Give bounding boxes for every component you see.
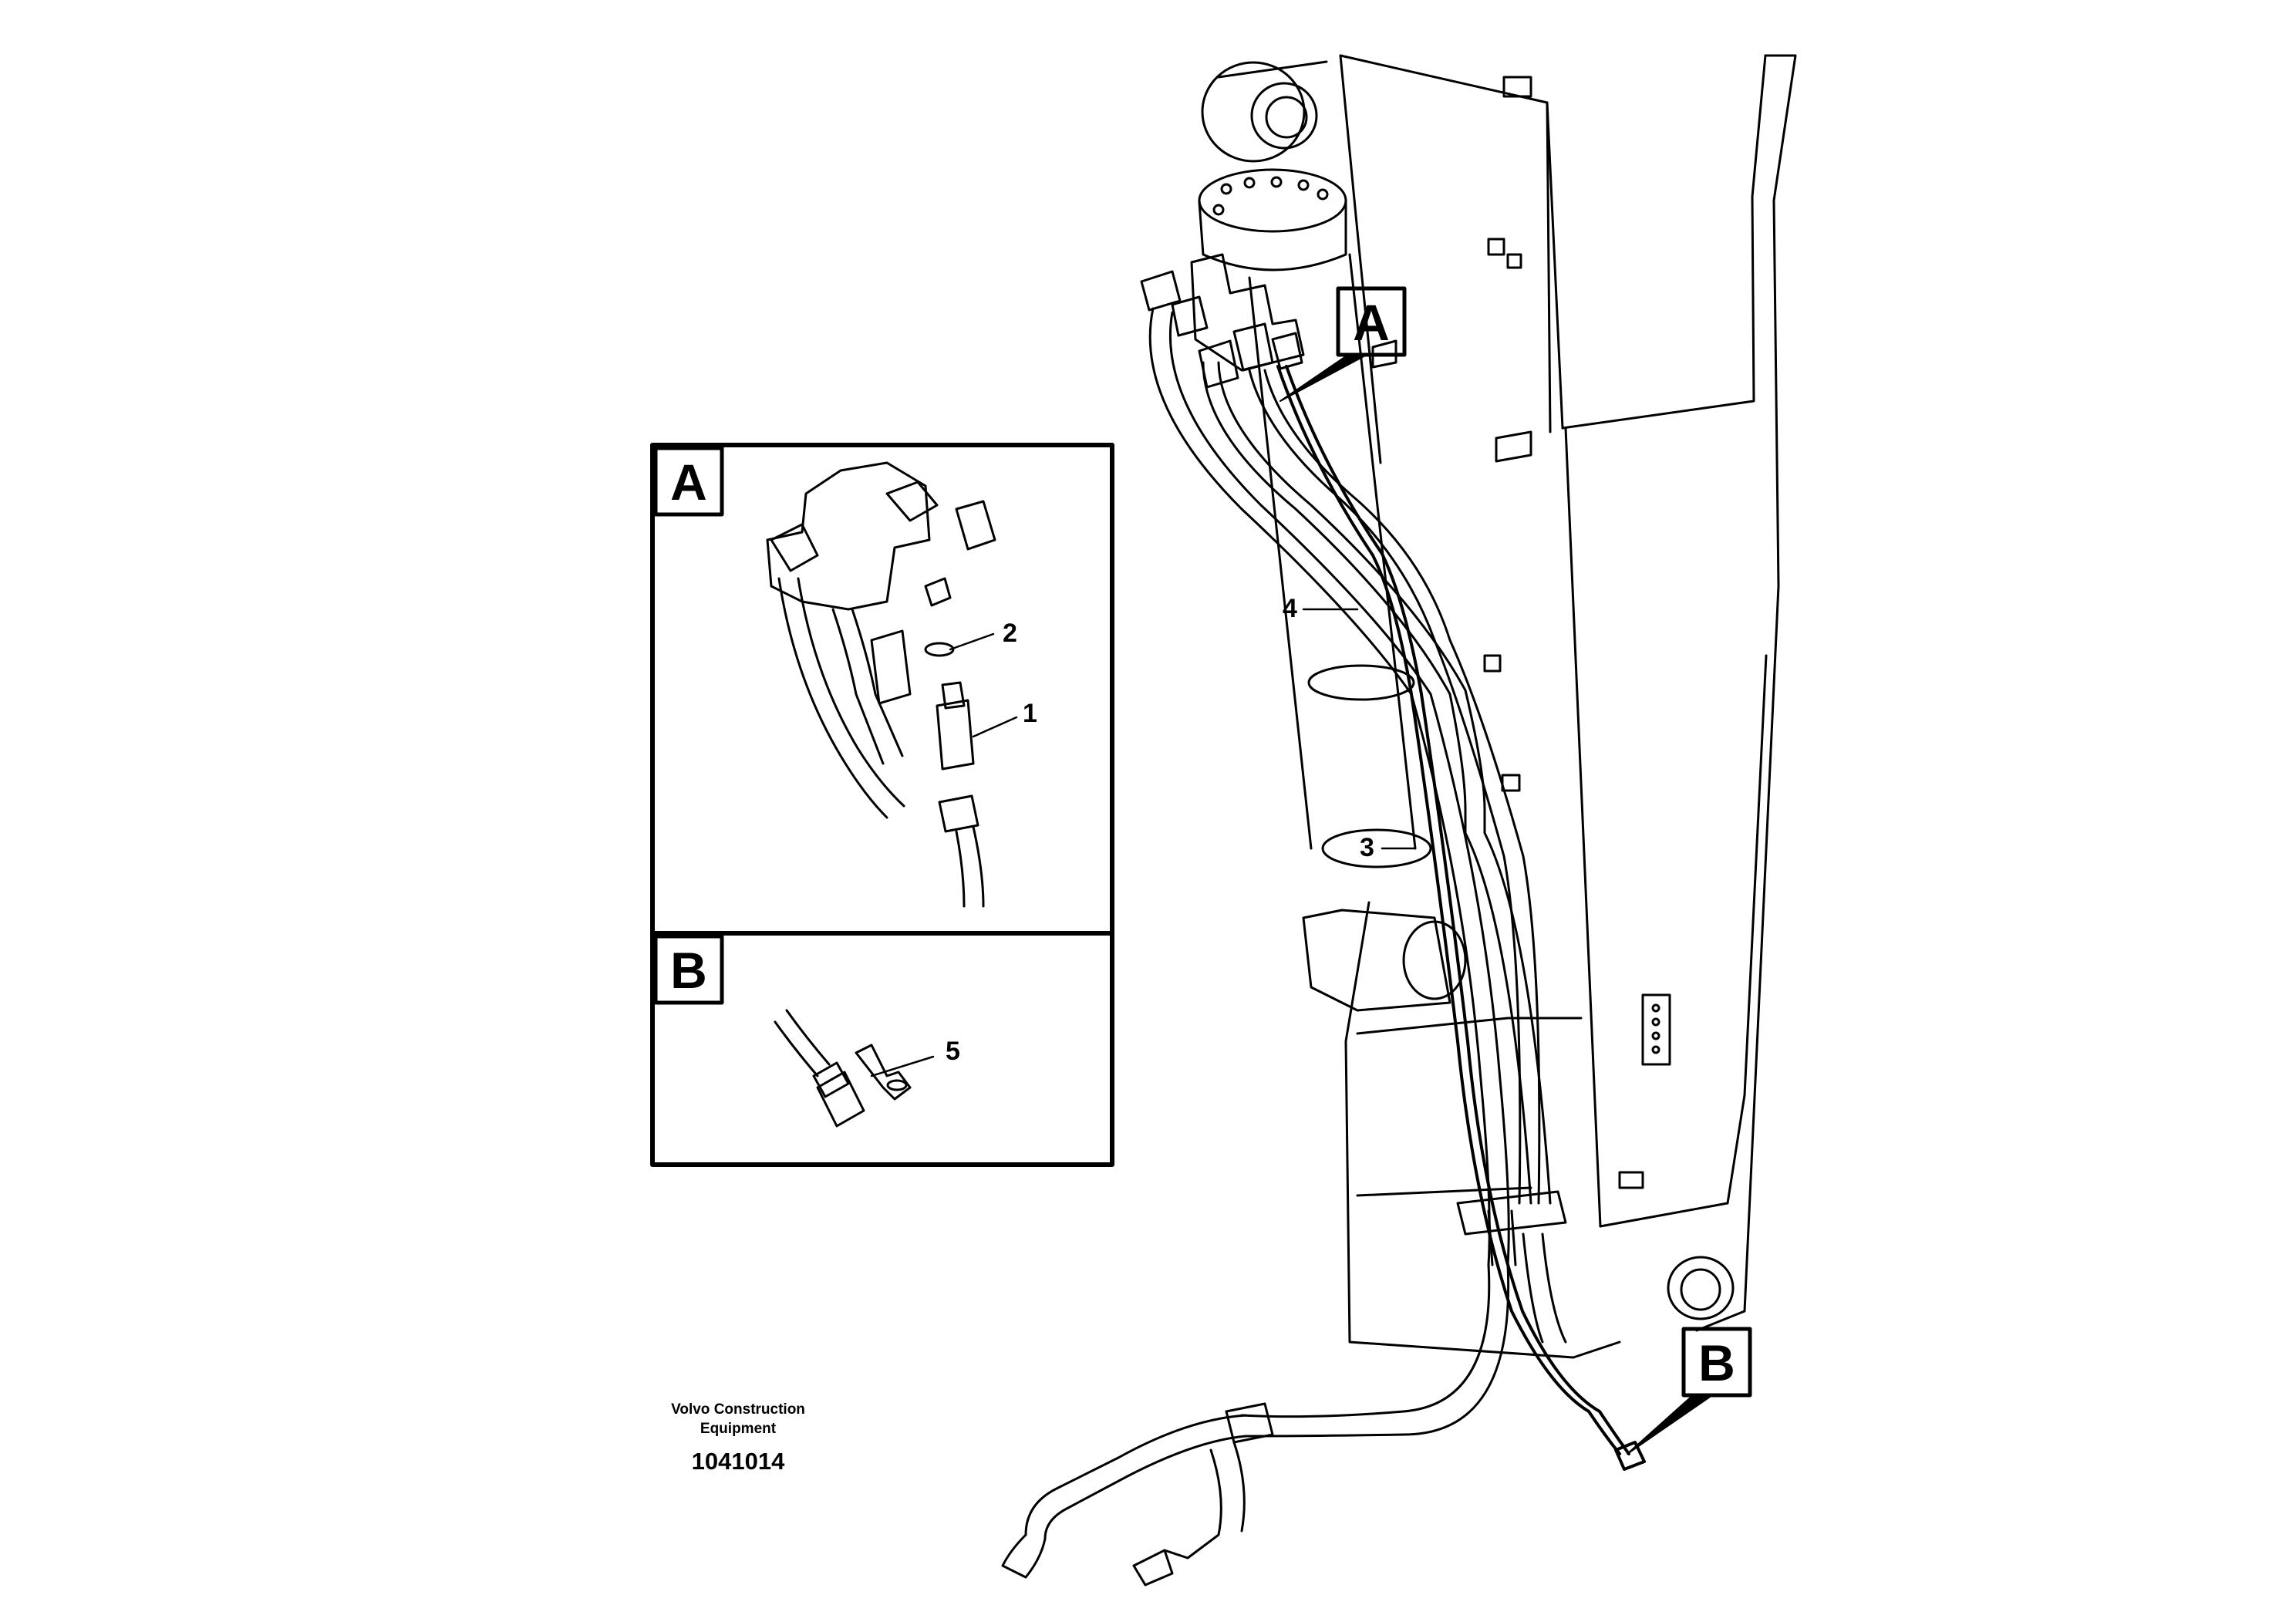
callout-b-box <box>1681 1327 1752 1398</box>
detail-a-letter: A <box>670 454 707 511</box>
boom-cylinder <box>1198 60 1467 1012</box>
callout-a-pointer <box>1279 354 1367 402</box>
leader-line-1 <box>972 716 1018 738</box>
leader-line-5 <box>870 1055 935 1077</box>
document-number: 1041014 <box>691 1448 785 1475</box>
boom <box>1339 54 1797 1359</box>
company-name: Volvo Construction Equipment <box>671 1401 805 1437</box>
detail-view-b <box>650 931 1114 1167</box>
part-number-5: 5 <box>946 1037 960 1066</box>
leader-line-2 <box>949 632 995 651</box>
detail-a-frame <box>650 443 1114 936</box>
hydraulic-hoses <box>1001 307 1567 1587</box>
part-number-3: 3 <box>1360 833 1374 862</box>
part-number-1: 1 <box>1023 699 1037 728</box>
detail-b-frame <box>650 931 1114 1167</box>
detail-b-letter-box <box>653 934 724 1005</box>
callout-b-pointer <box>1627 1394 1713 1455</box>
footer-caption: Volvo Construction Equipment 1041014 <box>665 1400 811 1475</box>
detail-view-a <box>650 443 1114 936</box>
callout-a-letter: A <box>1353 294 1390 351</box>
part-number-4: 4 <box>1283 594 1297 623</box>
callout-b <box>1627 1327 1752 1455</box>
callout-b-letter: B <box>1698 1334 1735 1391</box>
sensor-cable <box>1276 365 1646 1471</box>
callout-a <box>1279 286 1407 402</box>
part-number-2: 2 <box>1003 619 1017 648</box>
detail-a-letter-box <box>653 446 724 517</box>
detail-b-letter: B <box>670 942 707 999</box>
callout-a-box <box>1336 286 1407 357</box>
